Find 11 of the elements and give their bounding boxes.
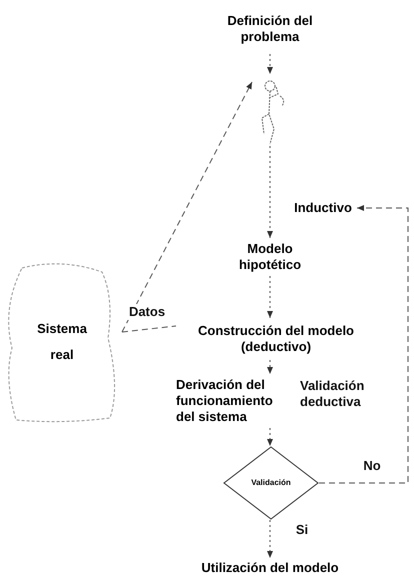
arrow [267, 54, 273, 74]
node-text: Sistema real [36, 320, 88, 364]
arrow [318, 205, 408, 484]
arrow [267, 360, 273, 374]
arrow [267, 520, 273, 558]
arrow [267, 428, 273, 446]
decision-label: Validación [251, 477, 291, 489]
side-note: Validación deductiva [300, 378, 366, 410]
arrow [122, 82, 252, 332]
arrow [267, 146, 273, 238]
arrow [267, 276, 273, 318]
